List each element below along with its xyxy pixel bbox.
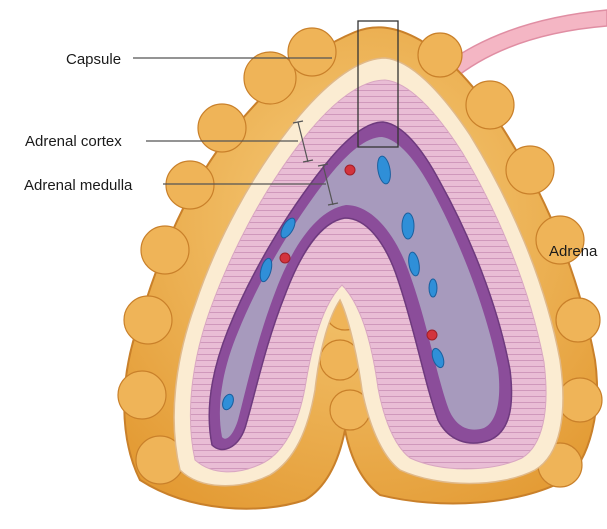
adrenal-cortex-label: Adrenal cortex — [25, 134, 122, 149]
adrenal-label-cropped: Adrena — [549, 244, 597, 259]
capsule-label: Capsule — [66, 52, 121, 67]
adrenal-medulla-label: Adrenal medulla — [24, 178, 132, 193]
